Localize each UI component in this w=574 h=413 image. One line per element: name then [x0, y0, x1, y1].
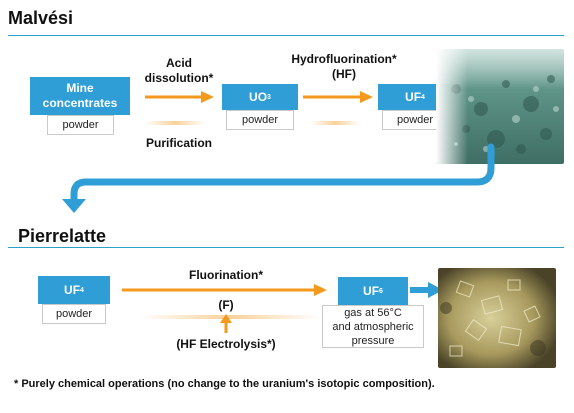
form-label-uo3: powder: [226, 110, 294, 130]
step-label-purification: Purification: [145, 136, 212, 150]
stage-uf6-subscript: 6: [379, 287, 383, 295]
hf-electrolysis-arrow: [220, 314, 232, 333]
stage-uf4-pierrelatte-subscript: 4: [80, 286, 84, 294]
step-label-acid-line2: dissolution*: [144, 71, 214, 85]
step-label-fluorination: Fluorination*: [189, 268, 263, 282]
section-title-malvesi: Malvési: [8, 8, 74, 28]
step-label-hf-electrolysis: (HF Electrolysis*): [176, 337, 276, 351]
form-label-uf6-line1: gas at 56°C: [344, 306, 402, 319]
step-label-hydrofluorination: Hydrofluorination* (HF): [281, 52, 407, 82]
step-label-hydrofluorination-line1: Hydrofluorination*: [291, 52, 397, 66]
stage-uf4-malvesi-formula: UF: [405, 89, 422, 104]
process-glow-2: [310, 121, 360, 125]
step-label-acid-dissolution: Acid dissolution*: [131, 56, 227, 86]
step-label-hf: (HF): [332, 67, 356, 81]
form-label-uf6-line2: and atmospheric: [332, 320, 414, 333]
form-label-uf6-line3: pressure: [351, 334, 395, 347]
process-glow-fluorination: [140, 315, 320, 319]
uf4-powder-photo: [436, 49, 564, 164]
process-glow-1: [145, 121, 205, 125]
stage-mine-concentrates: Mine concentrates: [30, 77, 130, 115]
section-divider-pierrelatte: [8, 247, 564, 248]
process-arrow-1: [145, 91, 214, 103]
section-title-pierrelatte: Pierrelatte: [18, 226, 107, 246]
uf6-crystal-photo: [438, 268, 556, 368]
step-label-acid-line1: Acid: [165, 56, 192, 70]
output-arrow-uf6: [410, 282, 443, 298]
section-divider: [8, 35, 564, 36]
transfer-arrow-malvesi-to-pierrelatte: [62, 143, 495, 213]
stage-uo3-subscript: 3: [267, 93, 271, 101]
footnote: * Purely chemical operations (no change …: [14, 378, 435, 390]
process-arrow-fluorination: [122, 284, 327, 296]
stage-uf4-malvesi-subscript: 4: [421, 93, 425, 101]
step-label-f: (F): [218, 298, 234, 312]
form-label-uf6: gas at 56°C and atmospheric pressure: [322, 305, 424, 348]
form-label-mine-concentrates: powder: [47, 115, 114, 135]
stage-uf4-pierrelatte-formula: UF: [64, 282, 81, 297]
process-arrow-2: [303, 91, 373, 103]
stage-uf6-formula: UF: [363, 283, 380, 298]
form-label-uf4-malvesi: powder: [382, 110, 448, 130]
form-label-uf4-pierrelatte: powder: [42, 304, 106, 324]
stage-uo3-formula: UO: [249, 89, 268, 104]
